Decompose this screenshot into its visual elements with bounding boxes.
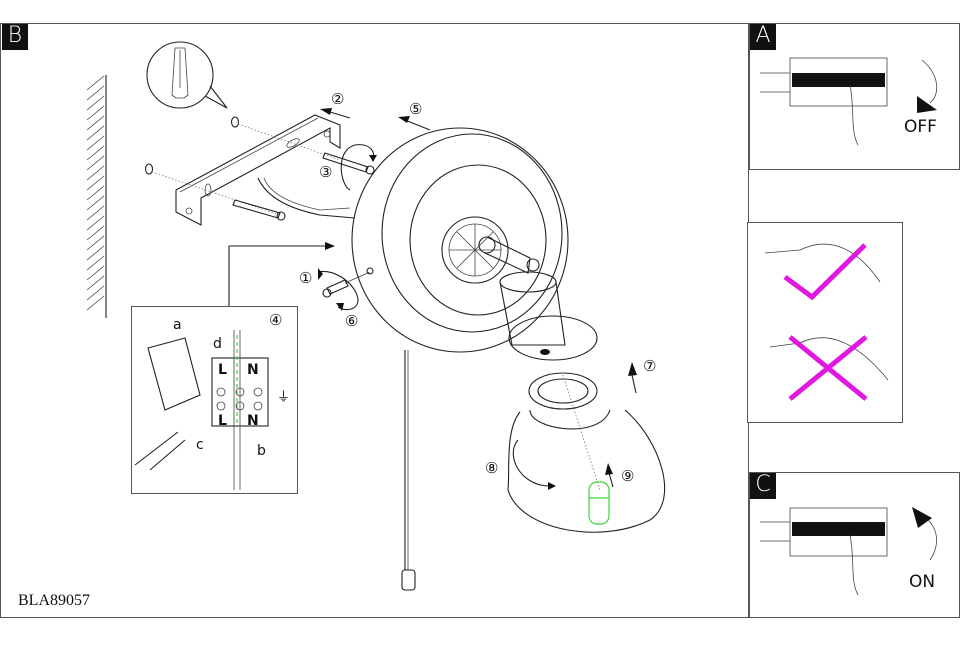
lamp-canopy [351,127,569,591]
wiring-label-a: a [173,317,182,333]
callout-2: ② [331,90,345,108]
correct-handling [764,243,881,301]
callout-1: ① [299,269,313,287]
pull-cord-handle [401,569,416,591]
panel-tag-c: C [750,473,776,499]
terminal-l-top: L [218,362,227,378]
screw-lower [232,199,286,221]
wall-hole-bottom [144,163,154,175]
main-assembly-panel [0,23,749,618]
panel-tag-b: B [2,24,28,50]
callout-4: ④ [269,311,283,329]
callout-7: ⑦ [643,357,657,375]
bulb-handling-panel [747,222,903,423]
switch-off-panel [749,23,960,170]
breaker-panel-a [760,57,938,146]
terminal-n-top: N [247,362,259,378]
callout-9: ⑨ [621,467,635,485]
incorrect-handling [769,335,889,401]
off-caption: OFF [904,117,937,137]
earth-icon: ⏚ [277,390,291,405]
callout-3: ③ [319,163,333,181]
screw-3 [322,144,377,191]
terminal-block [134,330,269,490]
wall-hole-top [230,116,240,128]
lamp-shade [507,372,666,533]
wiring-label-c: c [196,437,204,453]
breaker-panel-c [760,507,937,596]
check-mark-icon [783,243,867,301]
panel-tag-a: A [750,24,776,50]
wall-plug-detail [146,41,228,109]
callout-8: ⑧ [485,459,499,477]
bulb [588,481,610,525]
lamp-holder [499,271,598,361]
screw-6 [317,267,374,311]
on-caption: ON [909,572,936,592]
terminal-l-bottom: L [218,413,227,429]
terminal-n-bottom: N [247,413,259,429]
callout-6: ⑥ [345,312,359,330]
wiring-label-d: d [213,336,222,352]
mounting-bracket [175,114,356,226]
model-code: BLA89057 [18,592,90,609]
cross-mark-icon [788,335,868,401]
wall-hatch [86,75,107,318]
callout-5: ⑤ [409,100,423,118]
wiring-label-b: b [257,443,266,459]
switch-on-panel [749,472,960,618]
